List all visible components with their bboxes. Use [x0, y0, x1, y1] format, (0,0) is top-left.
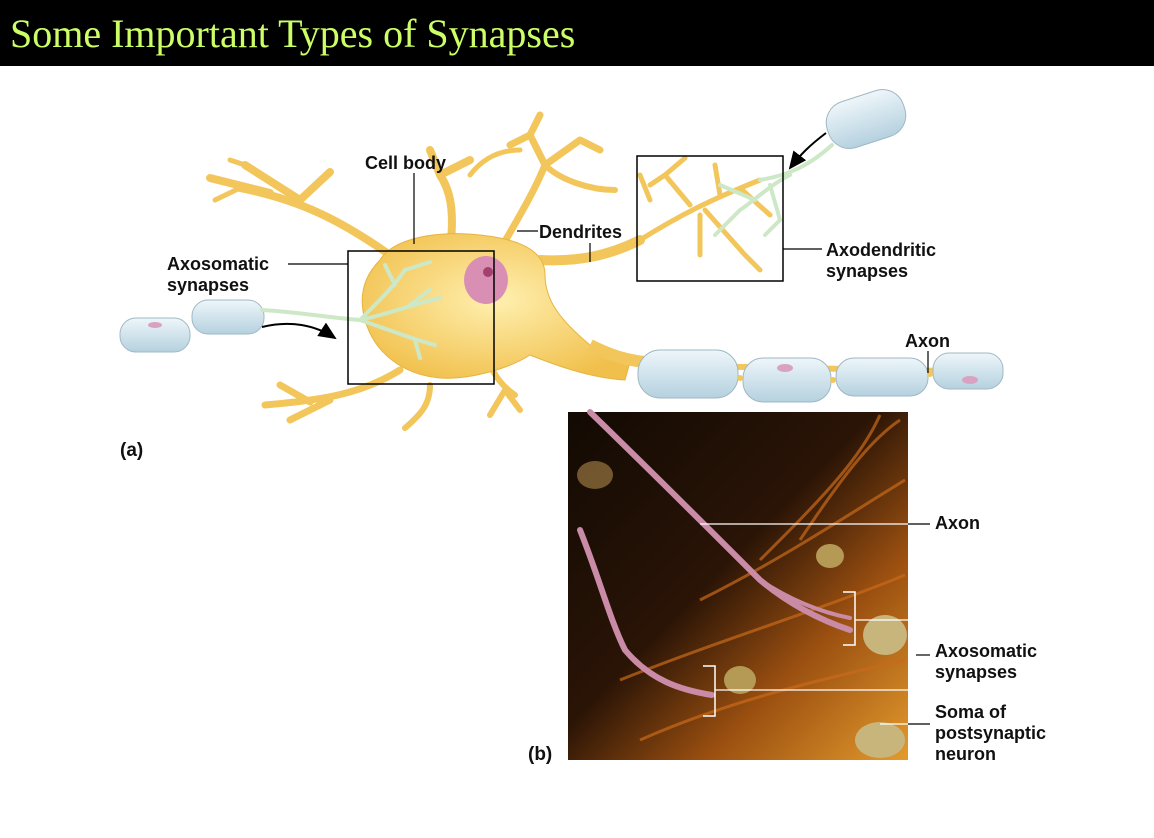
label-dendrites: Dendrites: [539, 222, 623, 242]
label-axosomatic-a-line1: Axosomatic: [167, 254, 270, 274]
label-axodendritic-line1: Axodendritic: [826, 240, 937, 260]
sem-micrograph: [568, 409, 908, 760]
axodendritic-box: [636, 155, 784, 282]
label-axon-a: Axon: [905, 331, 950, 351]
panel-b-letter: (b): [528, 744, 553, 765]
label-axon-b: Axon: [935, 513, 980, 533]
panel-b-leaders: [700, 523, 930, 725]
axodendritic-arrow: [788, 132, 827, 170]
slide-title: Some Important Types of Synapses: [10, 11, 576, 56]
label-cell-body: Cell body: [365, 153, 447, 173]
label-axosomatic-a-line2: synapses: [167, 275, 250, 295]
title-bar: Some Important Types of Synapses: [0, 0, 1154, 66]
panel-a-letter: (a): [120, 440, 144, 461]
label-axosomatic-b-line1: Axosomatic: [935, 641, 1038, 661]
axosomatic-box: [347, 250, 495, 385]
axosomatic-arrow: [261, 322, 337, 340]
label-axodendritic-line2: synapses: [826, 261, 909, 281]
neuron-illustration: [119, 89, 1004, 431]
label-axosomatic-b-line2: synapses: [935, 662, 1018, 682]
label-soma-line2: postsynaptic: [935, 723, 1047, 743]
label-soma-line1: Soma of: [935, 702, 1007, 722]
label-soma-line3: neuron: [935, 744, 996, 764]
